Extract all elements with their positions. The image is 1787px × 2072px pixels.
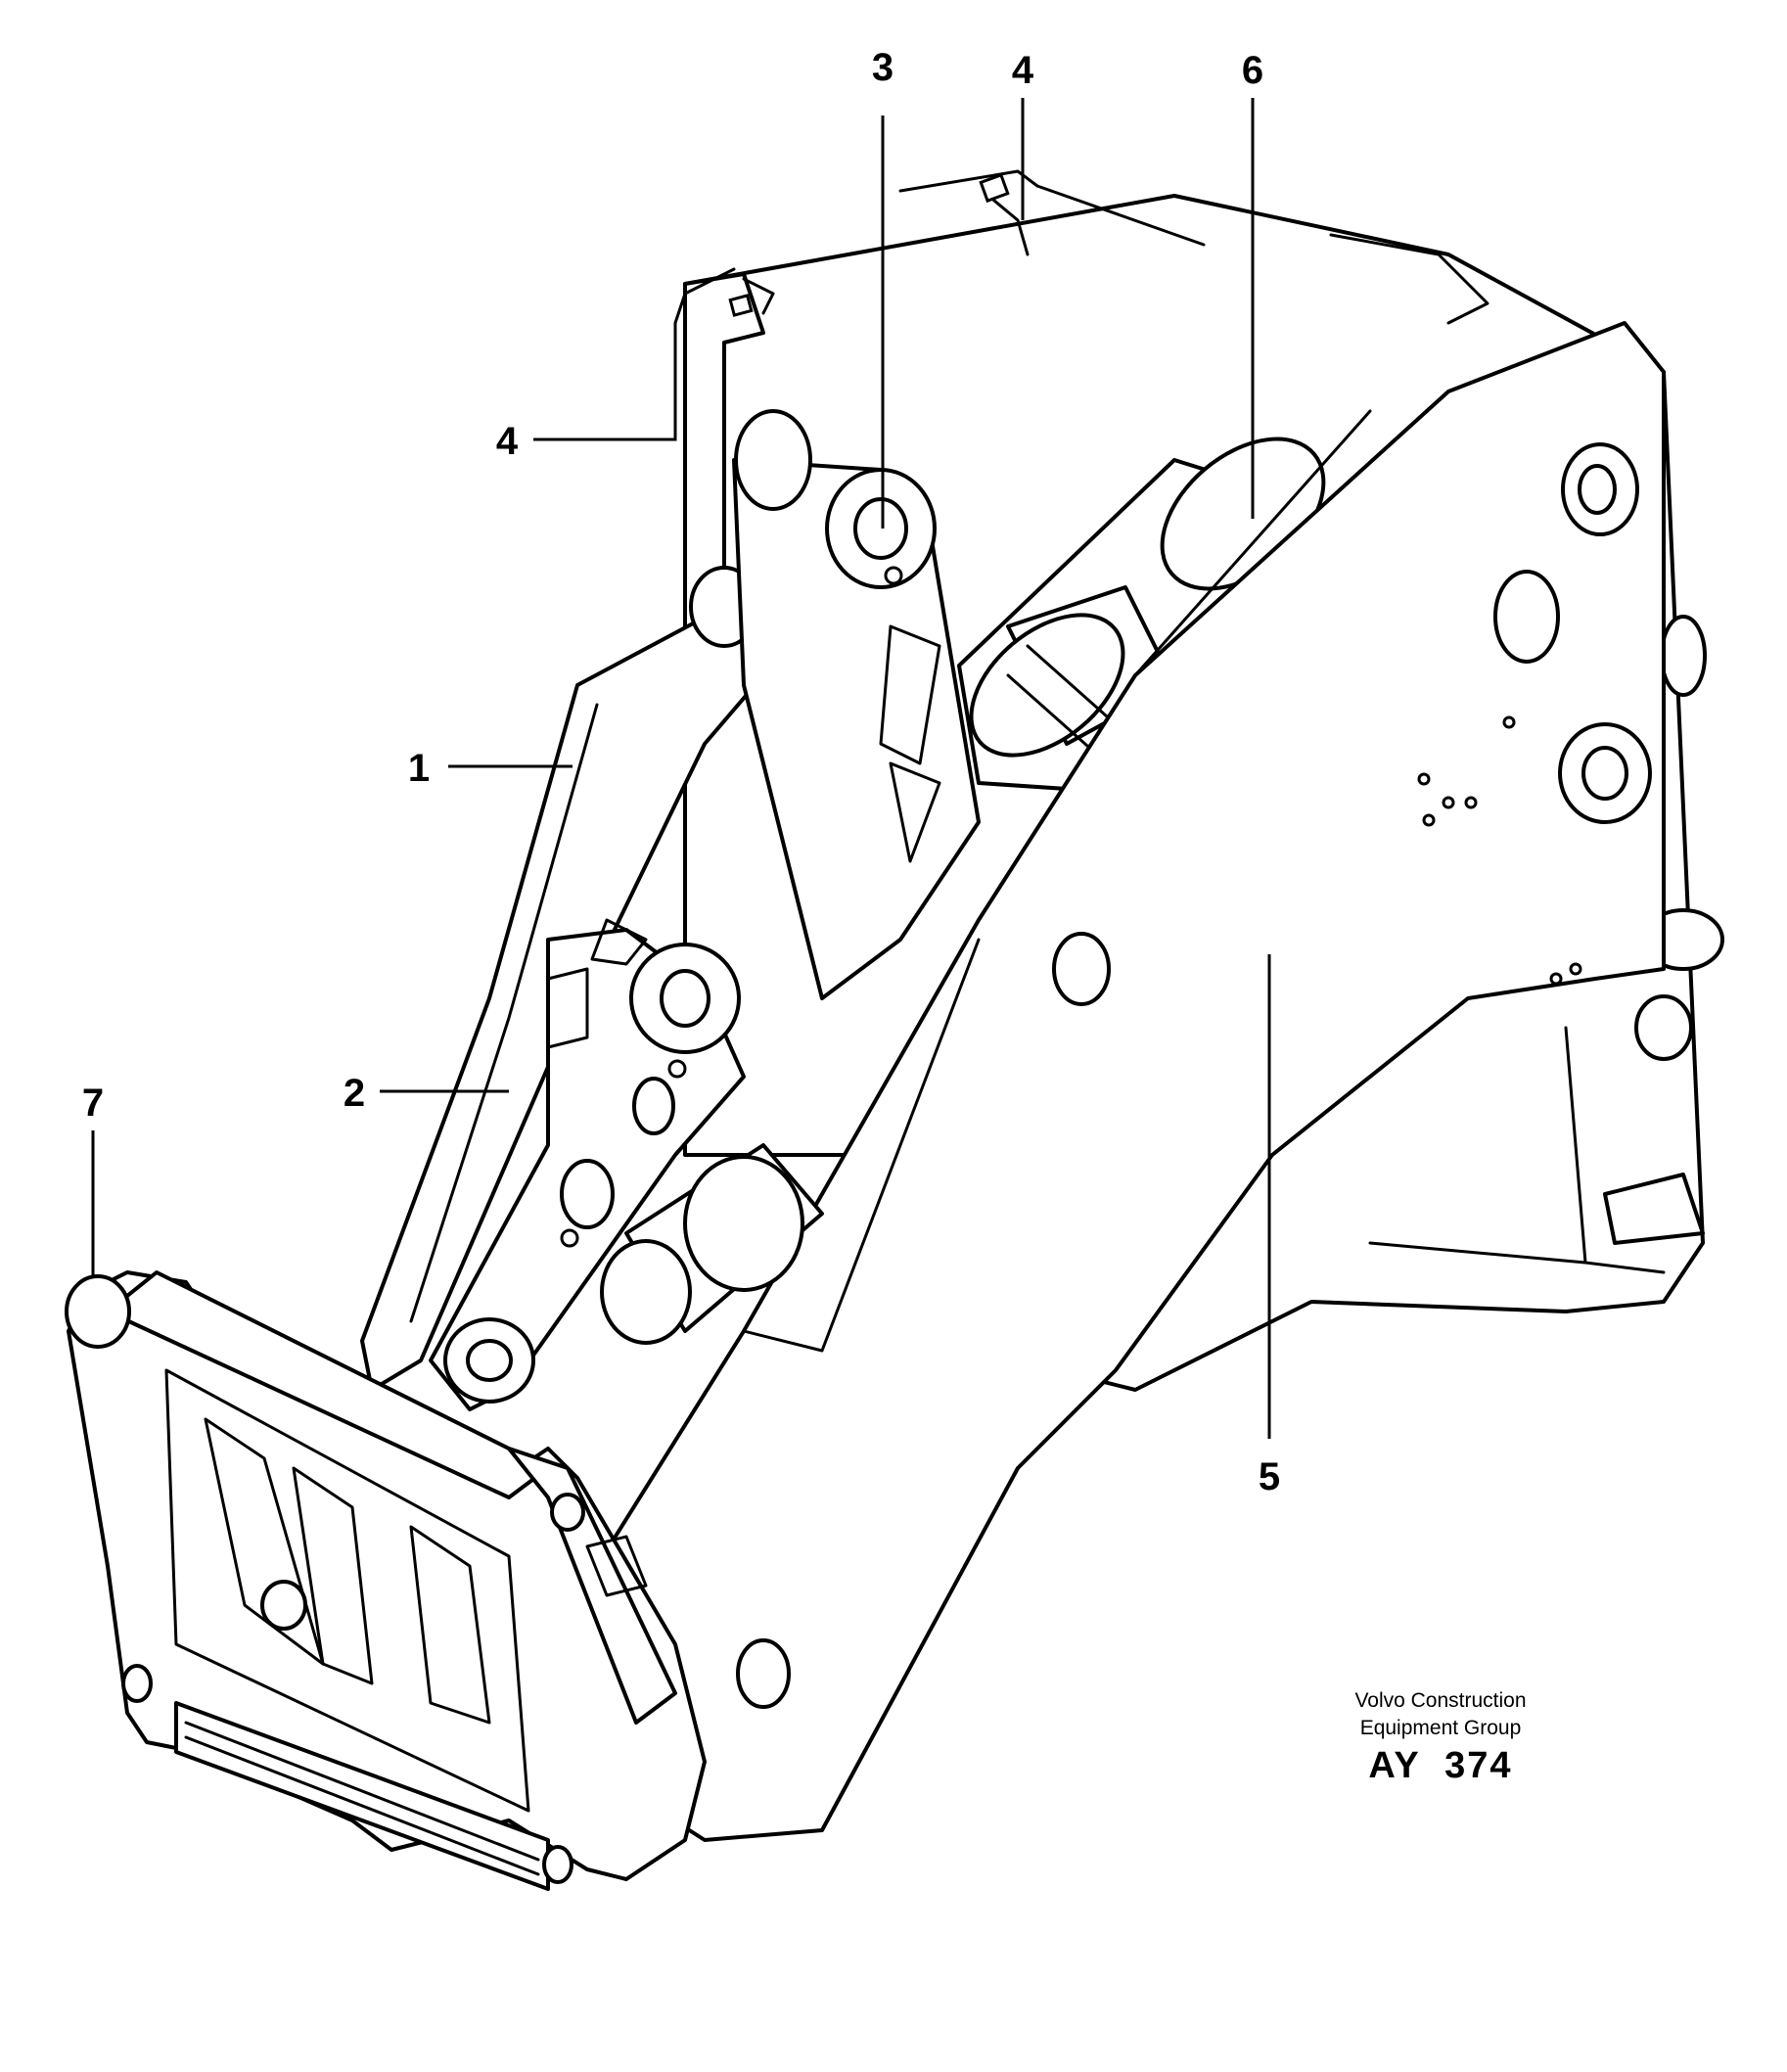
callout-1: 1 bbox=[408, 747, 430, 790]
tilt-link-lower bbox=[429, 918, 746, 1411]
cable-harness bbox=[673, 172, 1030, 325]
callout-5: 5 bbox=[1259, 1455, 1280, 1498]
stamp-line-2: Equipment Group bbox=[1360, 1717, 1522, 1739]
callout-4-left: 4 bbox=[496, 420, 519, 463]
callout-6: 6 bbox=[1242, 49, 1263, 92]
callout-3: 3 bbox=[872, 46, 894, 89]
publisher-stamp: Volvo Construction Equipment Group AY 37… bbox=[1354, 1689, 1526, 1786]
leader-4a bbox=[533, 323, 677, 441]
callout-2: 2 bbox=[344, 1072, 365, 1115]
leader-lines bbox=[91, 98, 1271, 1439]
lift-arm-right bbox=[546, 321, 1666, 1842]
stamp-line-1: Volvo Construction bbox=[1354, 1689, 1526, 1712]
figure-code: AY 374 bbox=[1368, 1745, 1512, 1786]
callout-7: 7 bbox=[82, 1082, 104, 1125]
callout-labels: 1 2 3 4 4 5 6 7 bbox=[82, 46, 1280, 1498]
callout-4-top: 4 bbox=[1012, 49, 1034, 92]
cross-tube bbox=[600, 1143, 824, 1345]
lift-cylinder bbox=[957, 437, 1333, 795]
tilt-link-upper bbox=[732, 409, 981, 1000]
quick-coupler bbox=[65, 1270, 707, 1891]
